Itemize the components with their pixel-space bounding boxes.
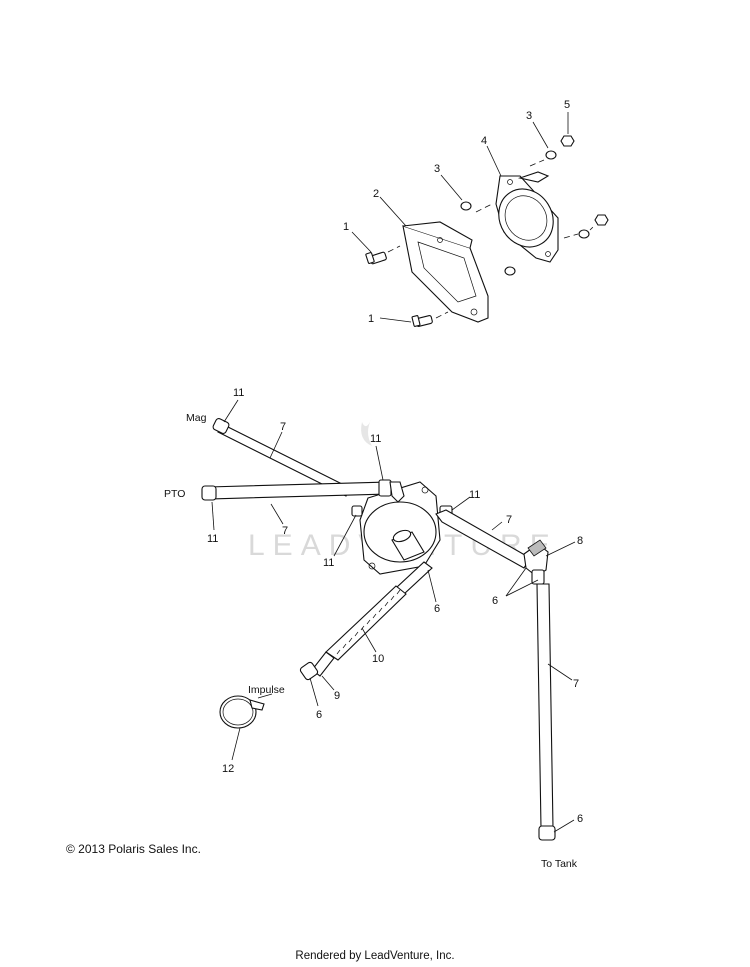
callout-10: 10 [372, 653, 384, 665]
spring-part-10 [325, 585, 407, 661]
callout-8: 8 [577, 535, 583, 547]
callout-4: 4 [481, 135, 487, 147]
label-impulse: Impulse [248, 684, 285, 696]
callout-1-lower: 1 [368, 313, 374, 325]
bolt-part-1-upper [365, 251, 387, 265]
callout-7-tank: 7 [573, 678, 579, 690]
callout-6-pump: 6 [434, 603, 440, 615]
callout-6-impulse: 6 [316, 709, 322, 721]
callout-3-upper: 3 [526, 110, 532, 122]
label-to-tank: To Tank [541, 858, 578, 870]
callout-6-fitting: 6 [492, 595, 498, 607]
nut-part-5 [560, 135, 609, 226]
label-mag: Mag [186, 412, 207, 424]
callout-11-right: 11 [469, 489, 480, 501]
callout-11-pump: 11 [323, 557, 334, 569]
hose-mag-part-7 [212, 418, 351, 497]
callout-2: 2 [373, 188, 379, 200]
fuel-pump-part-4 [495, 171, 559, 263]
callout-5: 5 [564, 99, 570, 111]
label-pto: PTO [164, 488, 185, 500]
lower-leaders [211, 399, 576, 833]
callout-11-pto: 11 [207, 533, 218, 545]
rendered-by-text: Rendered by LeadVenture, Inc. [295, 950, 455, 962]
callout-12: 12 [222, 763, 234, 775]
hose-tank-part-7 [536, 583, 556, 841]
callout-7-right: 7 [506, 514, 512, 526]
bolt-part-1-lower [411, 315, 433, 327]
upper-leaders [351, 112, 595, 323]
callout-6-tank: 6 [577, 813, 583, 825]
bracket-part-2 [402, 221, 489, 323]
pulse-pump-body [359, 481, 441, 575]
hose-pto-part-7 [201, 479, 405, 503]
washer-part-3 [460, 150, 590, 276]
callout-11-mag: 11 [233, 387, 244, 399]
impulse-hose-part-9 [299, 561, 433, 681]
callout-7-pto: 7 [282, 525, 288, 537]
clamp-part-12 [219, 695, 265, 729]
callout-7-mag: 7 [280, 421, 286, 433]
callout-3-lower: 3 [434, 163, 440, 175]
callout-9: 9 [334, 690, 340, 702]
callout-1-upper: 1 [343, 221, 349, 233]
callout-11-top: 11 [370, 433, 381, 445]
copyright-text: © 2013 Polaris Sales Inc. [66, 842, 201, 856]
